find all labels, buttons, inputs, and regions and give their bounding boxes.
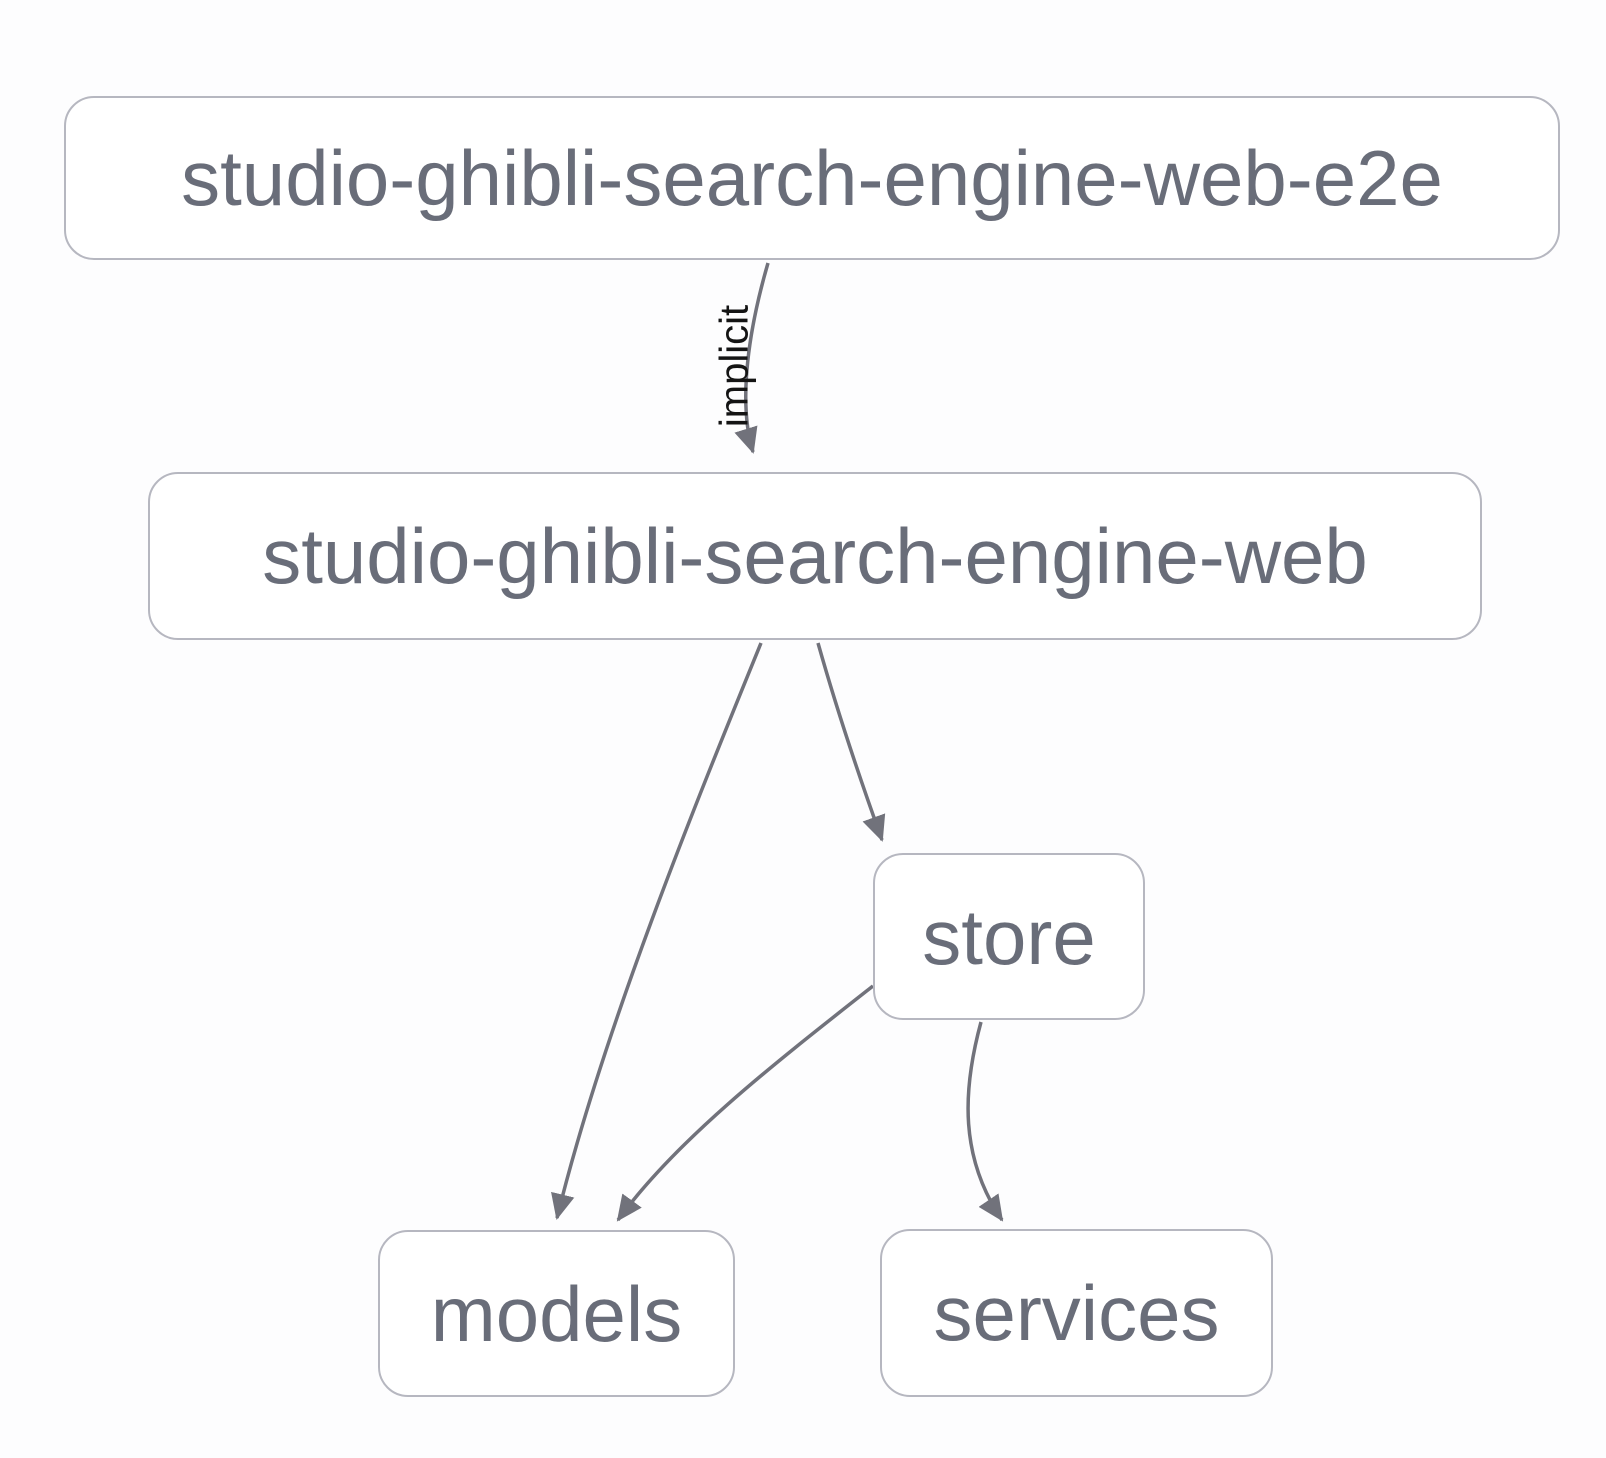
node-studio-ghibli-search-engine-web[interactable]: studio-ghibli-search-engine-web	[148, 472, 1482, 640]
edge-e2e-to-web	[734, 262, 770, 454]
node-services[interactable]: services	[880, 1229, 1273, 1397]
edge-web-to-store	[816, 642, 886, 842]
node-store[interactable]: store	[873, 853, 1145, 1020]
edge-web-to-models	[551, 642, 763, 1220]
edge-label-implicit: implicit	[712, 304, 757, 428]
node-models[interactable]: models	[378, 1230, 735, 1397]
edge-store-to-models	[616, 984, 875, 1222]
edge-store-to-services	[966, 1021, 1004, 1222]
node-studio-ghibli-search-engine-web-e2e[interactable]: studio-ghibli-search-engine-web-e2e	[64, 96, 1560, 260]
